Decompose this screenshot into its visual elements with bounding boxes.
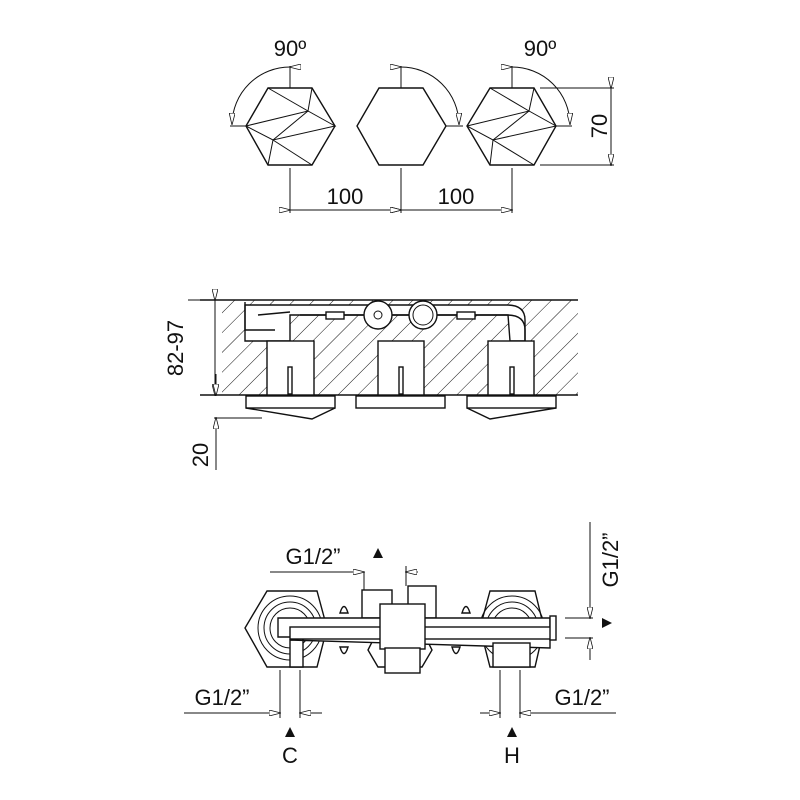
hot-label: H <box>504 743 520 768</box>
depth-label: 82-97 <box>163 320 188 376</box>
top-view: 90º 90º 100 100 70 <box>230 36 614 213</box>
center-handle-hexagon <box>356 87 447 166</box>
spacing-left-label: 100 <box>327 184 364 209</box>
height-label: 70 <box>587 114 612 138</box>
cold-label: C <box>282 743 298 768</box>
left-handle-faceted <box>245 87 337 166</box>
outlet-arrow-right-icon <box>602 618 612 628</box>
rotation-left-label: 90º <box>274 36 307 61</box>
rotation-right-label: 90º <box>524 36 557 61</box>
outlet-right-size-label: G1/2” <box>598 532 623 587</box>
cold-inlet-size-label: G1/2” <box>194 685 249 710</box>
bottom-view: G1/2” G1/2” G1/2” G1/2” C H <box>184 522 623 768</box>
outlet-arrow-up-icon <box>373 548 383 558</box>
projection-label: 20 <box>188 443 213 467</box>
cold-inlet-arrow-icon <box>285 727 295 737</box>
hot-inlet-arrow-icon <box>507 727 517 737</box>
hot-inlet-size-label: G1/2” <box>554 685 609 710</box>
side-view: 82-97 20 <box>163 300 578 470</box>
right-handle-faceted <box>466 87 558 166</box>
outlet-top-size-label: G1/2” <box>285 544 340 569</box>
spacing-right-label: 100 <box>438 184 475 209</box>
